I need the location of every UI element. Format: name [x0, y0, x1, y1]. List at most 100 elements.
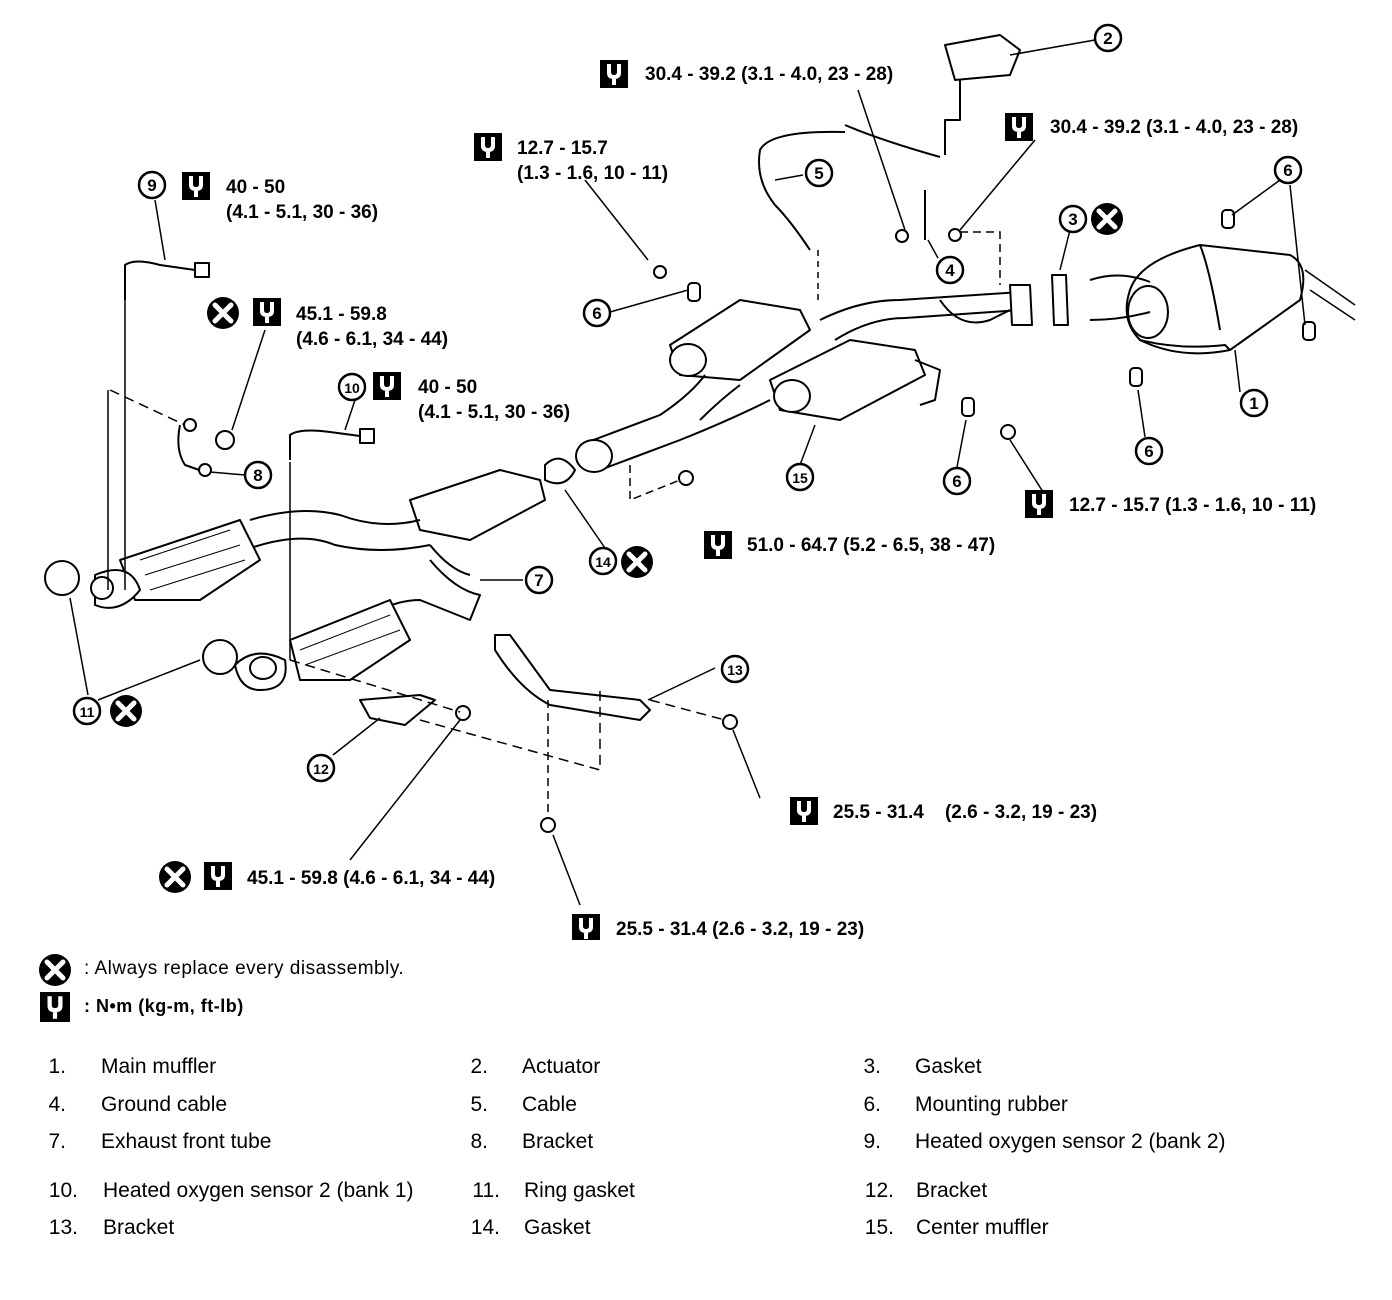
part-number: 14. [470, 1216, 500, 1239]
callout-2: 2 [1093, 23, 1123, 53]
torque-spec-bracket-13-bolt: 25.5 - 31.4 (2.6 - 3.2, 19 - 23) [833, 802, 1098, 823]
torque-legend-icon [40, 992, 70, 1022]
svg-text:6: 6 [952, 472, 961, 491]
callout-5: 5 [804, 158, 834, 188]
part-number: 2. [470, 1055, 488, 1078]
replace-icon [207, 297, 239, 329]
callout-7: 7 [524, 565, 554, 595]
svg-text:7: 7 [534, 571, 543, 590]
torque-spec-sensor-bank2: 40 - 50 (4.1 - 5.1, 30 - 36) [226, 175, 378, 225]
torque-wrench-icon [373, 372, 401, 400]
torque-line-2: (4.1 - 5.1, 30 - 36) [418, 402, 571, 423]
callout-6: 6 [1273, 155, 1303, 185]
torque-spec-center-flange-nut: 51.0 - 64.7 (5.2 - 6.5, 38 - 47) [747, 535, 996, 556]
callout-6: 6 [1134, 436, 1164, 466]
torque-line-2: (1.3 - 1.6, 10 - 11) [517, 163, 669, 184]
legend-replace-text: : Always replace every disassembly. [84, 958, 405, 979]
replace-icon [159, 861, 191, 893]
svg-text:4: 4 [945, 261, 955, 280]
part-label: Heated oxygen sensor 2 (bank 2) [915, 1130, 1226, 1153]
part-number: 5. [470, 1093, 488, 1116]
torque-wrench-icon [1025, 490, 1053, 518]
torque-spec-rubber-bolt-rear: 12.7 - 15.7 (1.3 - 1.6, 10 - 11) [1069, 495, 1317, 516]
part-number: 12. [864, 1179, 894, 1202]
torque-line-1: 40 - 50 [418, 377, 478, 398]
torque-line-1: 12.7 - 15.7 [517, 138, 608, 159]
part-label: Heated oxygen sensor 2 (bank 1) [103, 1179, 414, 1202]
torque-wrench-icon [1005, 113, 1033, 141]
part-label: Actuator [522, 1055, 601, 1078]
part-number: 9. [863, 1130, 881, 1153]
svg-text:6: 6 [592, 304, 601, 323]
part-label: Bracket [916, 1179, 988, 1202]
torque-wrench-icon [182, 172, 210, 200]
svg-text:6: 6 [1283, 161, 1292, 180]
torque-spec-bracket-8-nut: 45.1 - 59.8 (4.6 - 6.1, 34 - 44) [296, 302, 448, 352]
torque-spec-bracket-13-lower-bolt: 25.5 - 31.4 (2.6 - 3.2, 19 - 23) [616, 919, 865, 940]
svg-text:9: 9 [147, 176, 156, 195]
torque-wrench-icon [790, 797, 818, 825]
part-label: Center muffler [916, 1216, 1049, 1239]
svg-text:1: 1 [1249, 394, 1258, 413]
part-label: Gasket [915, 1055, 982, 1078]
svg-text:5: 5 [814, 164, 823, 183]
part-label: Exhaust front tube [101, 1130, 272, 1153]
part-number: 8. [470, 1130, 488, 1153]
svg-text:13: 13 [727, 662, 743, 678]
svg-text:12: 12 [313, 761, 329, 777]
torque-line-1: 40 - 50 [226, 177, 286, 198]
part-number: 11. [472, 1179, 500, 1202]
callout-12: 12 [306, 753, 336, 783]
svg-text:14: 14 [595, 554, 611, 570]
part-number: 7. [48, 1130, 66, 1153]
torque-line-2: (4.1 - 5.1, 30 - 36) [226, 202, 379, 223]
callout-6: 6 [942, 466, 972, 496]
replace-icon [110, 695, 142, 727]
torque-wrench-icon [204, 862, 232, 890]
callout-1: 1 [1239, 388, 1269, 418]
svg-text:8: 8 [253, 466, 262, 485]
torque-wrench-icon [253, 298, 281, 326]
callout-13: 13 [720, 654, 750, 684]
torque-wrench-icon [704, 531, 732, 559]
torque-spec-rubber-bolt-front: 12.7 - 15.7 (1.3 - 1.6, 10 - 11) [517, 136, 668, 186]
replace-legend-icon [38, 953, 72, 987]
torque-wrench-icon [600, 60, 628, 88]
part-number: 13. [48, 1216, 78, 1239]
svg-text:2: 2 [1103, 29, 1112, 48]
part-label: Gasket [524, 1216, 591, 1239]
torque-spec-sensor-bank1: 40 - 50 (4.1 - 5.1, 30 - 36) [418, 375, 570, 425]
callout-6: 6 [582, 298, 612, 328]
part-label: Main muffler [101, 1055, 217, 1078]
callout-8: 8 [243, 460, 273, 490]
part-number: 6. [863, 1093, 881, 1116]
callout-14: 14 [588, 546, 618, 576]
part-label: Bracket [522, 1130, 594, 1153]
main-muffler [1089, 244, 1356, 355]
torque-spec-ground-cable-nut: 30.4 - 39.2 (3.1 - 4.0, 23 - 28) [1050, 117, 1299, 138]
part-label: Ground cable [101, 1093, 228, 1116]
part-number: 1. [48, 1055, 66, 1078]
center-muffler [669, 299, 941, 421]
part-number: 4. [48, 1093, 66, 1116]
svg-text:10: 10 [344, 380, 360, 396]
legend-torque-unit-text: : N•m (kg-m, ft-lb) [84, 996, 244, 1016]
part-number: 10. [48, 1179, 78, 1202]
svg-text:6: 6 [1144, 442, 1153, 461]
callout-9: 9 [137, 170, 167, 200]
replace-icon [1091, 203, 1123, 235]
torque-line-2: (4.6 - 6.1, 34 - 44) [296, 329, 449, 350]
svg-text:3: 3 [1068, 210, 1077, 229]
exhaust-front-tube [90, 469, 546, 691]
torque-wrench-icon [572, 914, 600, 940]
callout-15: 15 [785, 462, 815, 492]
part-label: Cable [522, 1093, 577, 1116]
replace-icon [621, 546, 653, 578]
torque-spec-bracket-12-nut: 45.1 - 59.8 (4.6 - 6.1, 34 - 44) [247, 868, 496, 889]
svg-text:15: 15 [792, 470, 808, 486]
part-label: Ring gasket [524, 1179, 635, 1202]
part-number: 15. [864, 1216, 894, 1239]
callout-10: 10 [337, 372, 367, 402]
